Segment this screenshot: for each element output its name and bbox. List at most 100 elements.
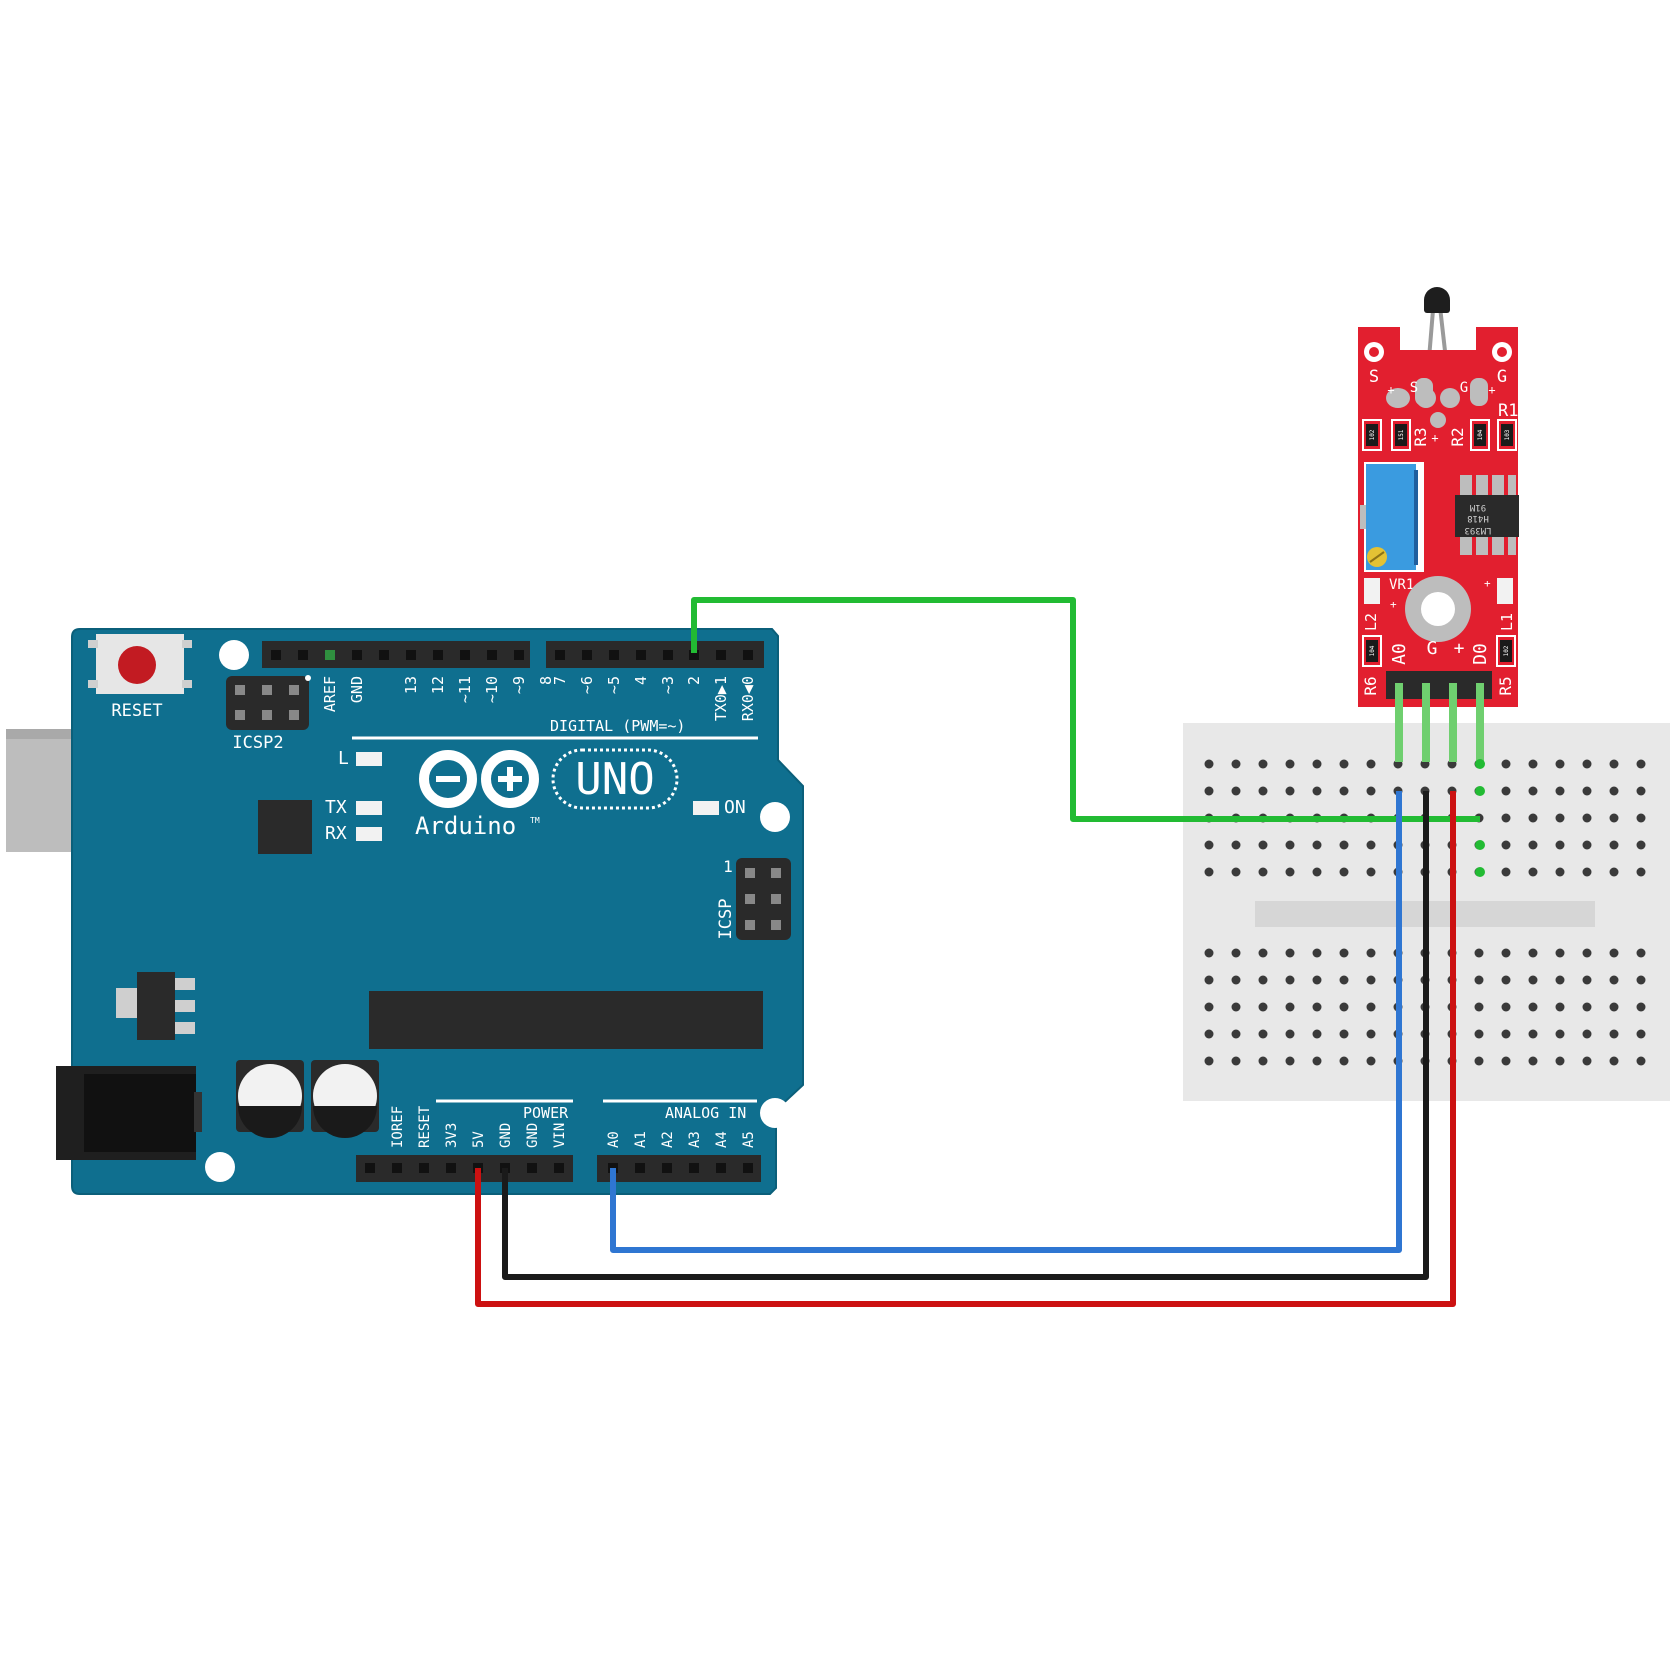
breadboard-hole[interactable] (1474, 1056, 1484, 1066)
breadboard-hole[interactable] (1285, 975, 1295, 985)
analog-pin-hole[interactable] (689, 1163, 699, 1173)
breadboard-hole[interactable] (1258, 1056, 1268, 1066)
breadboard-hole[interactable] (1528, 1056, 1538, 1066)
breadboard-hole[interactable] (1258, 786, 1268, 796)
digital-pin-hole[interactable] (352, 650, 362, 660)
breadboard-hole[interactable] (1555, 1002, 1565, 1012)
breadboard-hole[interactable] (1636, 840, 1646, 850)
breadboard-hole[interactable] (1231, 975, 1241, 985)
breadboard-hole[interactable] (1555, 867, 1565, 877)
breadboard-hole[interactable] (1339, 1002, 1349, 1012)
breadboard-hole[interactable] (1258, 759, 1268, 769)
breadboard-hole[interactable] (1636, 1029, 1646, 1039)
breadboard-hole[interactable] (1339, 1029, 1349, 1039)
breadboard-hole[interactable] (1501, 867, 1511, 877)
breadboard-hole[interactable] (1474, 948, 1484, 958)
breadboard-hole[interactable] (1609, 948, 1619, 958)
breadboard-hole[interactable] (1204, 840, 1214, 850)
breadboard-hole[interactable] (1204, 948, 1214, 958)
power-pin-hole[interactable] (365, 1163, 375, 1173)
breadboard-hole[interactable] (1528, 1002, 1538, 1012)
digital-pin-hole[interactable] (514, 650, 524, 660)
breadboard-hole[interactable] (1582, 867, 1592, 877)
breadboard-hole[interactable] (1609, 1002, 1619, 1012)
breadboard-hole[interactable] (1582, 786, 1592, 796)
breadboard-hole[interactable] (1339, 759, 1349, 769)
breadboard-hole[interactable] (1366, 840, 1376, 850)
breadboard-hole[interactable] (1528, 948, 1538, 958)
breadboard-hole[interactable] (1285, 1002, 1295, 1012)
breadboard-hole[interactable] (1339, 867, 1349, 877)
digital-pin-hole[interactable] (636, 650, 646, 660)
breadboard-hole[interactable] (1555, 975, 1565, 985)
breadboard-hole[interactable] (1636, 813, 1646, 823)
breadboard-hole[interactable] (1366, 759, 1376, 769)
breadboard-hole[interactable] (1285, 1056, 1295, 1066)
breadboard-hole[interactable] (1609, 867, 1619, 877)
breadboard-hole[interactable] (1366, 786, 1376, 796)
breadboard-hole[interactable] (1501, 840, 1511, 850)
breadboard-hole[interactable] (1231, 867, 1241, 877)
digital-pin-hole[interactable] (433, 650, 443, 660)
breadboard-hole[interactable] (1474, 975, 1484, 985)
breadboard-hole[interactable] (1204, 975, 1214, 985)
breadboard-hole[interactable] (1204, 1002, 1214, 1012)
breadboard-hole[interactable] (1528, 759, 1538, 769)
breadboard-hole[interactable] (1501, 813, 1511, 823)
breadboard-hole[interactable] (1231, 840, 1241, 850)
breadboard-hole[interactable] (1366, 1056, 1376, 1066)
breadboard-hole[interactable] (1501, 1002, 1511, 1012)
breadboard-hole[interactable] (1555, 1056, 1565, 1066)
breadboard-hole[interactable] (1609, 840, 1619, 850)
breadboard-hole[interactable] (1231, 1056, 1241, 1066)
breadboard-hole[interactable] (1339, 948, 1349, 958)
digital-pin-hole[interactable] (555, 650, 565, 660)
breadboard-hole[interactable] (1582, 1002, 1592, 1012)
breadboard-hole[interactable] (1474, 1029, 1484, 1039)
breadboard-hole[interactable] (1258, 1002, 1268, 1012)
digital-pin-hole[interactable] (325, 650, 335, 660)
potentiometer-vr1[interactable] (1360, 462, 1424, 572)
breadboard-hole[interactable] (1312, 840, 1322, 850)
breadboard-hole[interactable] (1285, 1029, 1295, 1039)
breadboard-hole[interactable] (1312, 759, 1322, 769)
breadboard-hole[interactable] (1339, 975, 1349, 985)
breadboard-hole[interactable] (1501, 1056, 1511, 1066)
breadboard-hole[interactable] (1555, 1029, 1565, 1039)
breadboard-hole[interactable] (1312, 1056, 1322, 1066)
breadboard-hole[interactable] (1501, 759, 1511, 769)
breadboard-hole[interactable] (1285, 867, 1295, 877)
breadboard-hole[interactable] (1555, 786, 1565, 796)
digital-pin-hole[interactable] (716, 650, 726, 660)
digital-pin-hole[interactable] (271, 650, 281, 660)
breadboard-hole[interactable] (1609, 1029, 1619, 1039)
breadboard-hole[interactable] (1204, 759, 1214, 769)
breadboard-hole[interactable] (1582, 840, 1592, 850)
breadboard-hole[interactable] (1636, 975, 1646, 985)
digital-pin-hole[interactable] (460, 650, 470, 660)
breadboard-hole[interactable] (1231, 786, 1241, 796)
breadboard-hole[interactable] (1285, 786, 1295, 796)
breadboard-hole[interactable] (1582, 1029, 1592, 1039)
breadboard-hole[interactable] (1231, 948, 1241, 958)
breadboard-hole[interactable] (1204, 1029, 1214, 1039)
breadboard-hole[interactable] (1582, 948, 1592, 958)
digital-pin-hole[interactable] (379, 650, 389, 660)
power-pin-hole[interactable] (419, 1163, 429, 1173)
breadboard-hole[interactable] (1609, 759, 1619, 769)
breadboard-hole[interactable] (1555, 948, 1565, 958)
breadboard-hole[interactable] (1231, 759, 1241, 769)
breadboard-hole[interactable] (1312, 1029, 1322, 1039)
breadboard-hole[interactable] (1204, 786, 1214, 796)
breadboard-hole[interactable] (1501, 1029, 1511, 1039)
digital-pin-hole[interactable] (609, 650, 619, 660)
digital-pin-hole[interactable] (298, 650, 308, 660)
breadboard-hole[interactable] (1258, 948, 1268, 958)
reset-button[interactable] (88, 634, 192, 694)
digital-pin-hole[interactable] (406, 650, 416, 660)
power-pin-hole[interactable] (527, 1163, 537, 1173)
breadboard-hole[interactable] (1501, 975, 1511, 985)
breadboard-hole[interactable] (1528, 975, 1538, 985)
breadboard-hole[interactable] (1555, 840, 1565, 850)
breadboard-hole[interactable] (1204, 1056, 1214, 1066)
